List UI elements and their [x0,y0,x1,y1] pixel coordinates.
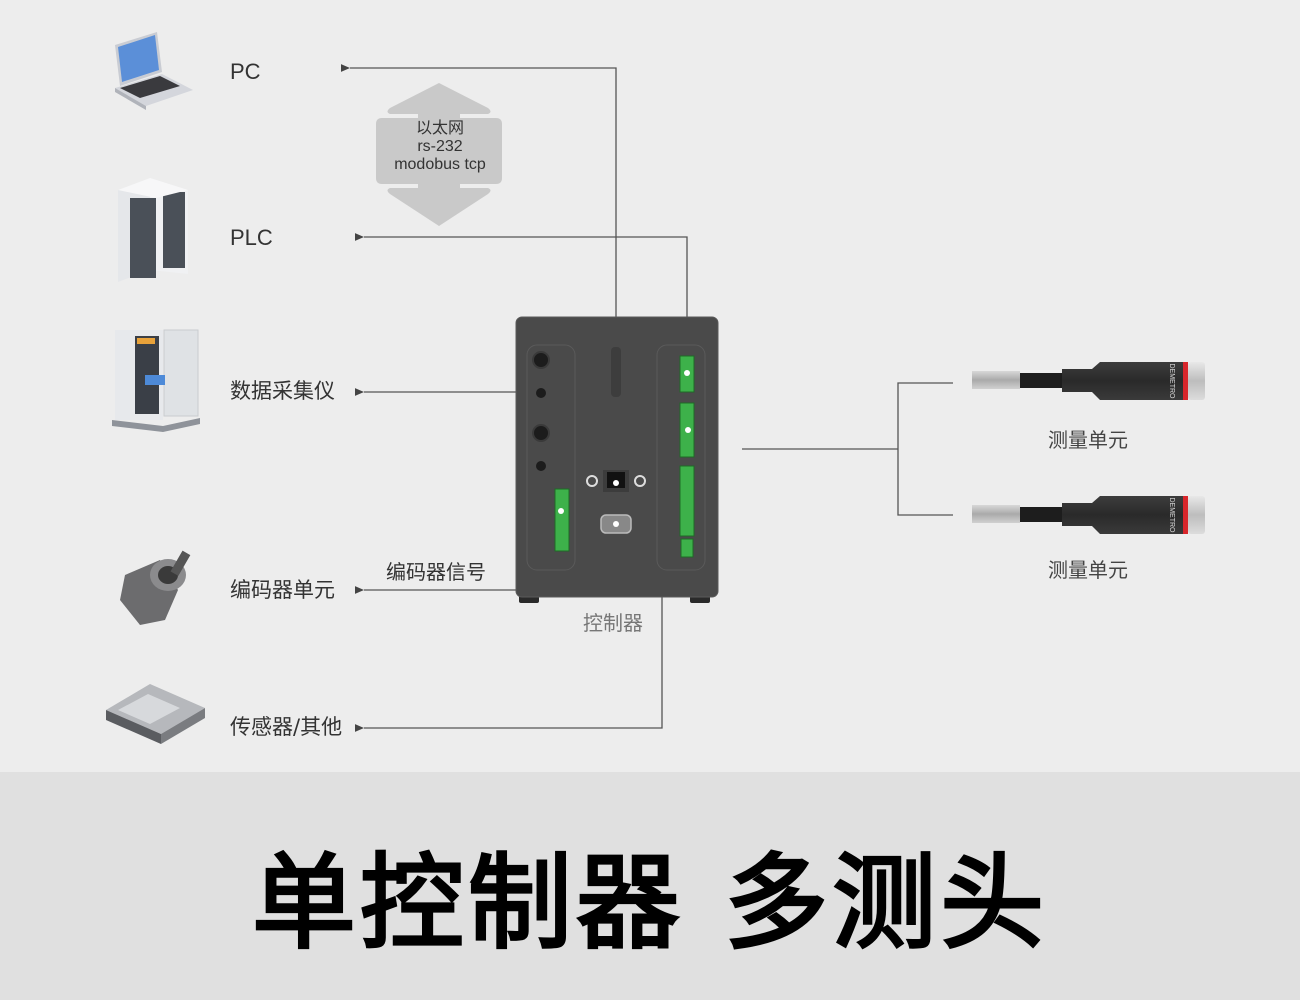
banner-title: 单控制器 多测头 [251,842,1049,964]
protocol-arrow-shape [376,83,502,226]
line-probe-branch [897,382,953,516]
device-label-encoder: 编码器单元 [230,578,335,602]
device-label-plc: PLC [230,225,273,250]
server-rack-icon [118,178,188,282]
protocol-label: 以太网 rs-232 modobus tcp [378,120,502,174]
laptop-icon [115,32,193,110]
protocol-line-modbus: modobus tcp [394,156,486,173]
encoder-icon [120,550,191,625]
probe-brand-1: DEMETRO [1168,364,1175,400]
diagram-area: DEMETRO DEMETRO [106,32,1205,744]
device-label-sensor: 传感器/其他 [230,715,343,739]
sensor-box-icon [106,684,205,744]
controller-caption: 控制器 [583,611,643,635]
controller-unit [515,316,719,603]
bottom-banner [0,772,1300,1000]
probe-2 [972,496,1205,534]
device-label-pc: PC [230,59,261,84]
data-cabinet-icon [112,329,200,432]
probe-label-1: 测量单元 [1048,428,1128,452]
device-label-daq: 数据采集仪 [230,379,335,403]
probe-brand-2: DEMETRO [1168,498,1175,534]
probe-1 [972,362,1205,400]
probe-label-2: 测量单元 [1048,558,1128,582]
encoder-signal-label: 编码器信号 [386,560,486,584]
protocol-line-ethernet: 以太网 [415,120,464,137]
connection-diagram: DEMETRO DEMETRO [106,32,1205,744]
protocol-line-rs232: rs-232 [417,138,463,155]
